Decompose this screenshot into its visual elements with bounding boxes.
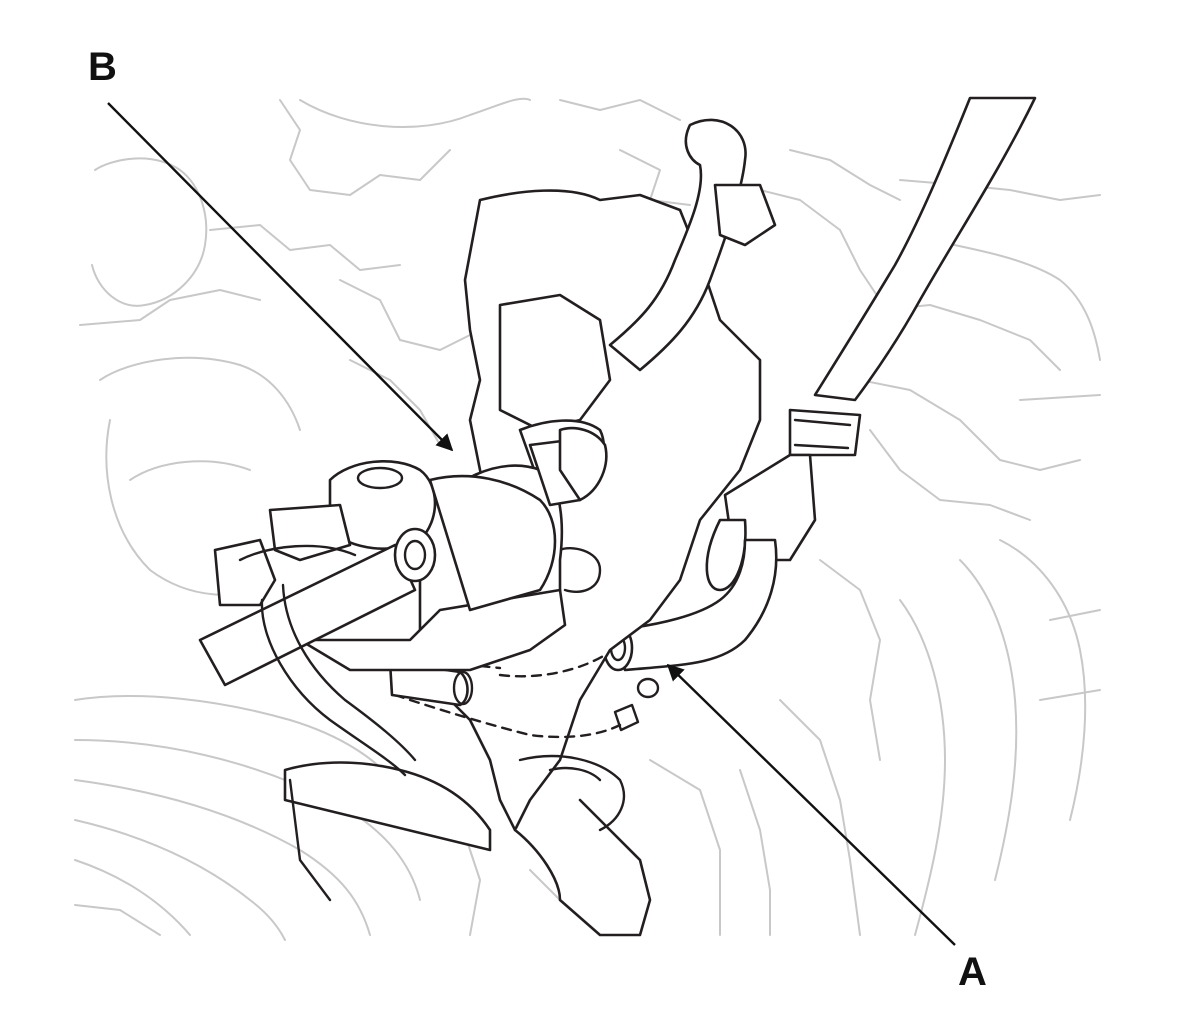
valve-b	[213, 426, 608, 672]
lower-left-hose	[198, 527, 437, 777]
leader-line-b	[107, 102, 454, 452]
callout-label-b: B	[88, 45, 117, 89]
background-engine-linework	[74, 97, 1101, 941]
upper-right-hose	[705, 96, 1037, 592]
leader-line-a	[666, 663, 956, 946]
callout-label-a: A	[958, 950, 987, 994]
